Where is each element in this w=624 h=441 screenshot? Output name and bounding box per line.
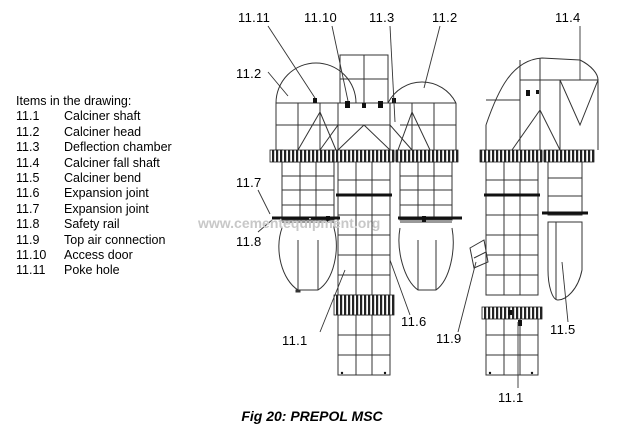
side-view-assembly <box>469 57 599 376</box>
callout-11-8: 11.8 <box>236 234 262 249</box>
callout-11-9: 11.9 <box>436 331 462 346</box>
callout-11-2-left: 11.2 <box>236 66 262 81</box>
callout-11-11: 11.11 <box>238 10 270 25</box>
access-doors <box>313 90 539 375</box>
callout-11-7: 11.7 <box>236 175 262 190</box>
right-calciner <box>319 81 457 291</box>
callout-11-3: 11.3 <box>369 10 395 25</box>
expansion-joints <box>269 149 595 320</box>
left-calciner <box>275 62 357 293</box>
watermark: www.cementequipment.org <box>197 215 380 231</box>
callout-11-10: 11.10 <box>304 10 337 25</box>
callout-11-6: 11.6 <box>401 314 427 329</box>
legend-heading: Items in the drawing: <box>16 94 132 108</box>
callout-11-1-bottom: 11.1 <box>498 390 524 405</box>
safety-rails <box>272 193 588 220</box>
figure-caption: Fig 20: PREPOL MSC <box>241 408 383 424</box>
callout-11-1-left: 11.1 <box>282 333 308 348</box>
callout-11-4: 11.4 <box>555 10 581 25</box>
callout-11-5: 11.5 <box>550 322 576 337</box>
callout-11-2-top: 11.2 <box>432 10 458 25</box>
leader-lines <box>257 25 581 388</box>
